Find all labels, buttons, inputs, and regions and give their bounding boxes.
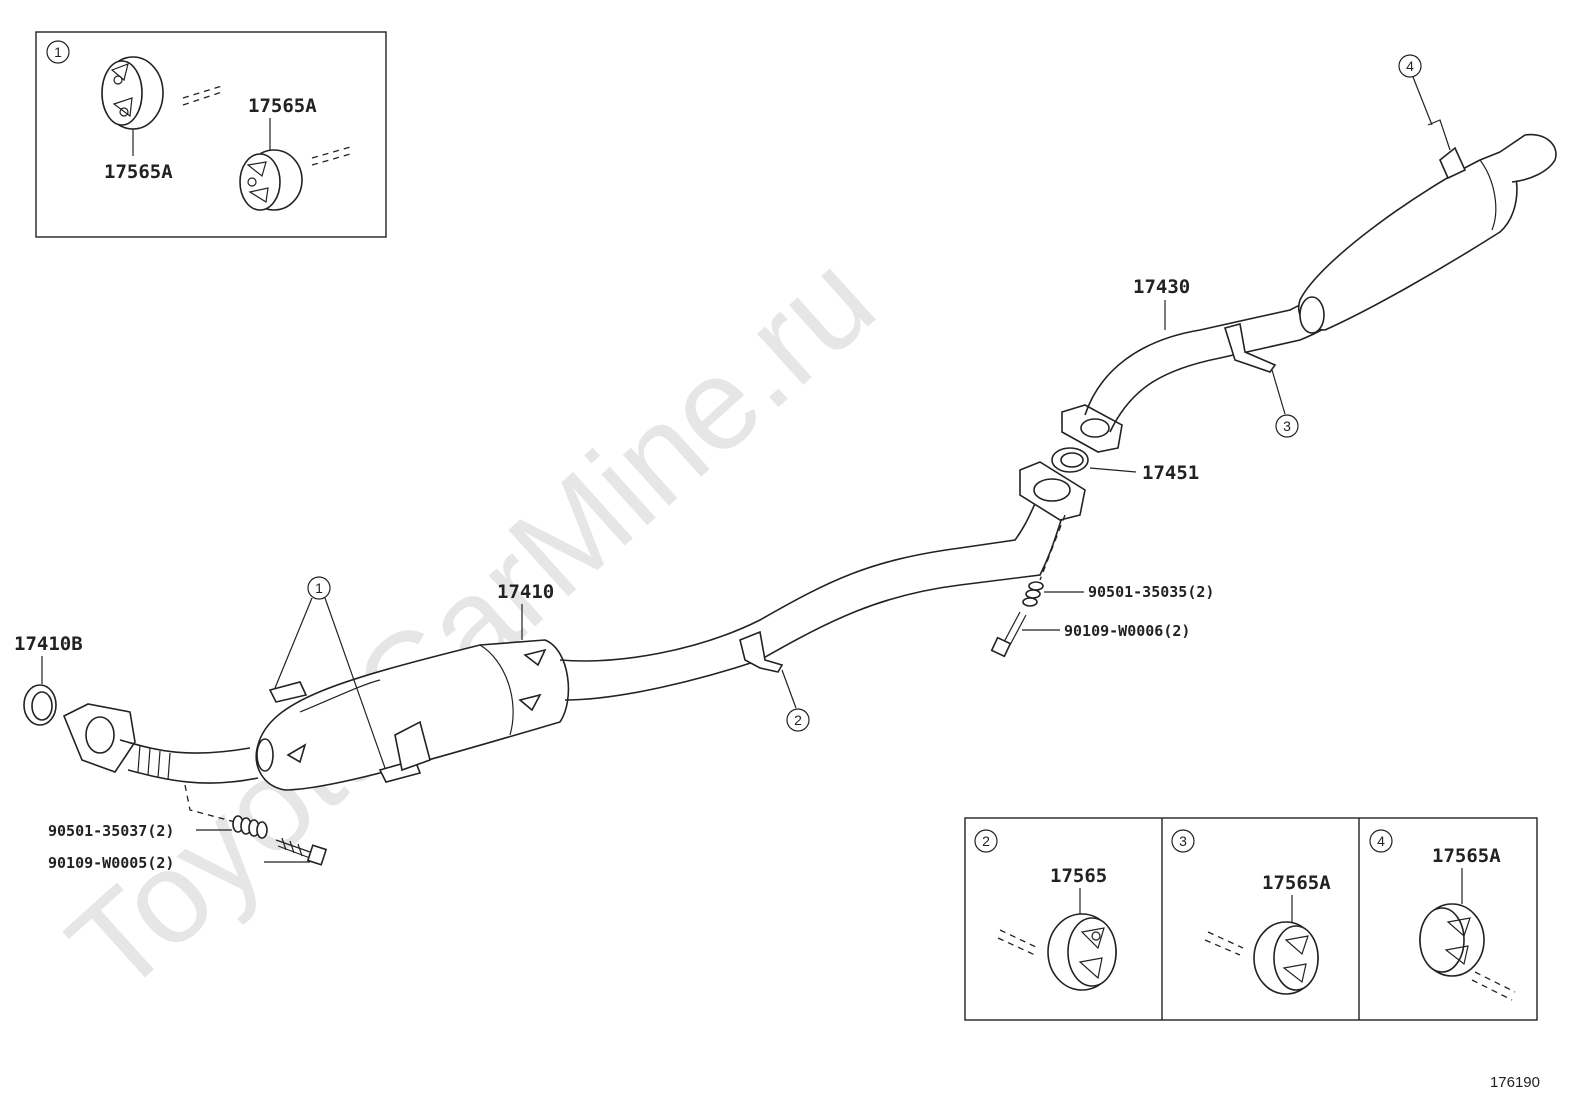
callout-4: 4 (1406, 58, 1414, 74)
inset-1-label-bottom: 17565A (104, 161, 173, 183)
label-converter-pipe: 17410 (497, 581, 554, 603)
inset-1-box: 1 17565A 17565A (35, 31, 387, 238)
hanger-17565a-upper-icon (101, 56, 164, 130)
callout-2: 2 (794, 712, 802, 728)
spring-front-icon (232, 815, 268, 839)
ring-gasket-icon (1051, 447, 1089, 473)
inset-2-label: 17565 (1050, 865, 1107, 887)
spring-mid-icon (1022, 581, 1044, 607)
watermark: ToyotaCarMine.ru (41, 226, 901, 1021)
bolt-mid-icon (990, 611, 1027, 658)
hanger-17565a-lower-icon (239, 149, 303, 211)
label-bolt-mid: 90109-W0006(2) (1064, 622, 1190, 640)
front-gasket-icon (23, 684, 57, 726)
label-spring-front: 90501-35037(2) (48, 822, 174, 840)
inset-3-label: 17565A (1262, 872, 1331, 894)
callout-3: 3 (1283, 418, 1291, 434)
converter-muffler-icon (255, 639, 570, 791)
hanger-17565a-inset4-icon (1419, 903, 1485, 977)
bolt-front-icon (275, 837, 328, 866)
reference-number: 176190 (1490, 1074, 1540, 1091)
inset-hangers-box: 2 17565 3 17565A 4 17565A (964, 817, 1538, 1021)
callout-1: 1 (315, 580, 323, 596)
label-ring-gasket: 17451 (1142, 462, 1199, 484)
label-bolt-front: 90109-W0005(2) (48, 854, 174, 872)
hanger-17565-icon (1047, 913, 1117, 991)
inset-4-callout: 4 (1377, 833, 1385, 849)
rear-muffler-icon (1298, 133, 1557, 334)
label-tail-pipe: 17430 (1133, 276, 1190, 298)
inset-3-callout: 3 (1179, 833, 1187, 849)
hanger-17565a-inset3-icon (1253, 921, 1319, 995)
inset-2-callout: 2 (982, 833, 990, 849)
inset-1-callout: 1 (54, 44, 62, 60)
label-spring-mid: 90501-35035(2) (1088, 583, 1214, 601)
inset-4-label: 17565A (1432, 845, 1501, 867)
label-front-gasket: 17410B (14, 633, 83, 655)
front-flange-icon (62, 703, 136, 773)
inset-1-label-top: 17565A (248, 95, 317, 117)
middle-flange-icon (1019, 461, 1086, 521)
tail-flange-icon (1061, 404, 1123, 453)
